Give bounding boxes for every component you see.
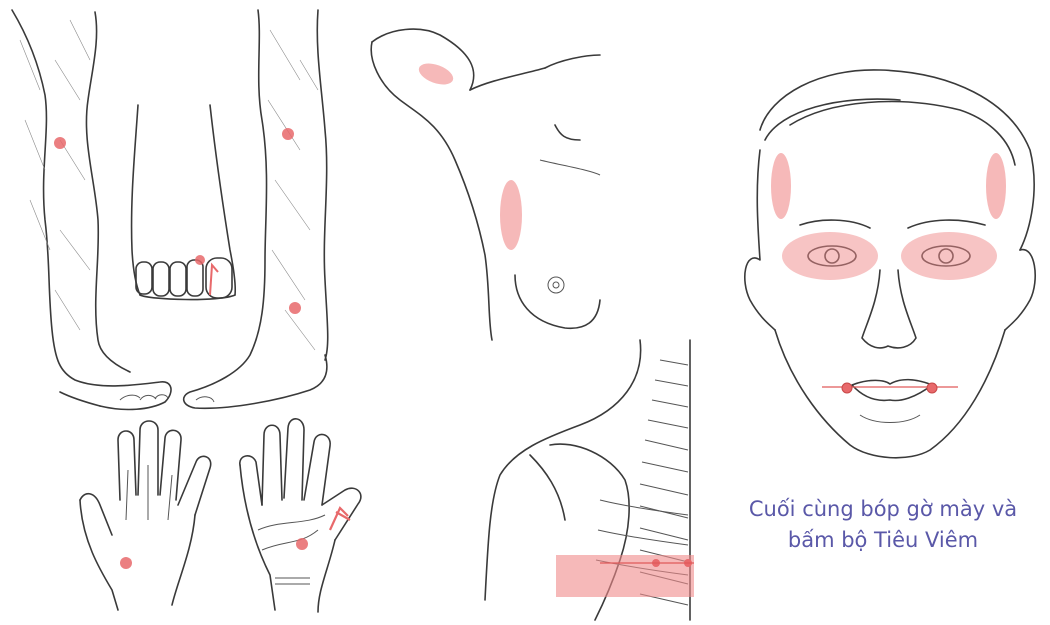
eye-zone-right [901, 232, 997, 280]
arm-zone [416, 59, 456, 88]
leg-point-right-lower [289, 302, 301, 314]
caption-line-2: bấm bộ Tiêu Viêm [718, 525, 1048, 556]
foot-arrow [210, 265, 218, 295]
foot-drawing [132, 105, 236, 300]
right-leg-drawing [184, 10, 328, 408]
left-hand-back-drawing [80, 421, 211, 610]
hand-back-point [120, 557, 132, 569]
temple-zone-left [771, 153, 791, 219]
mouth-point-right [927, 383, 937, 393]
foot-point-top [195, 255, 205, 265]
leg-point-left [54, 137, 66, 149]
eye-zone-left [782, 232, 878, 280]
instruction-caption: Cuối cùng bóp gờ mày và bấm bộ Tiêu Viêm [718, 494, 1048, 556]
left-leg-drawing [12, 10, 171, 409]
palm-point [296, 538, 308, 550]
palm-arrow [330, 508, 350, 530]
arm-chest-drawing [371, 29, 600, 340]
caption-line-1: Cuối cùng bóp gờ mày và [718, 494, 1048, 525]
mouth-point-left [842, 383, 852, 393]
leg-point-right-upper [282, 128, 294, 140]
temple-zone-right [986, 153, 1006, 219]
back-zone [556, 555, 694, 597]
side-chest-zone [500, 180, 522, 250]
